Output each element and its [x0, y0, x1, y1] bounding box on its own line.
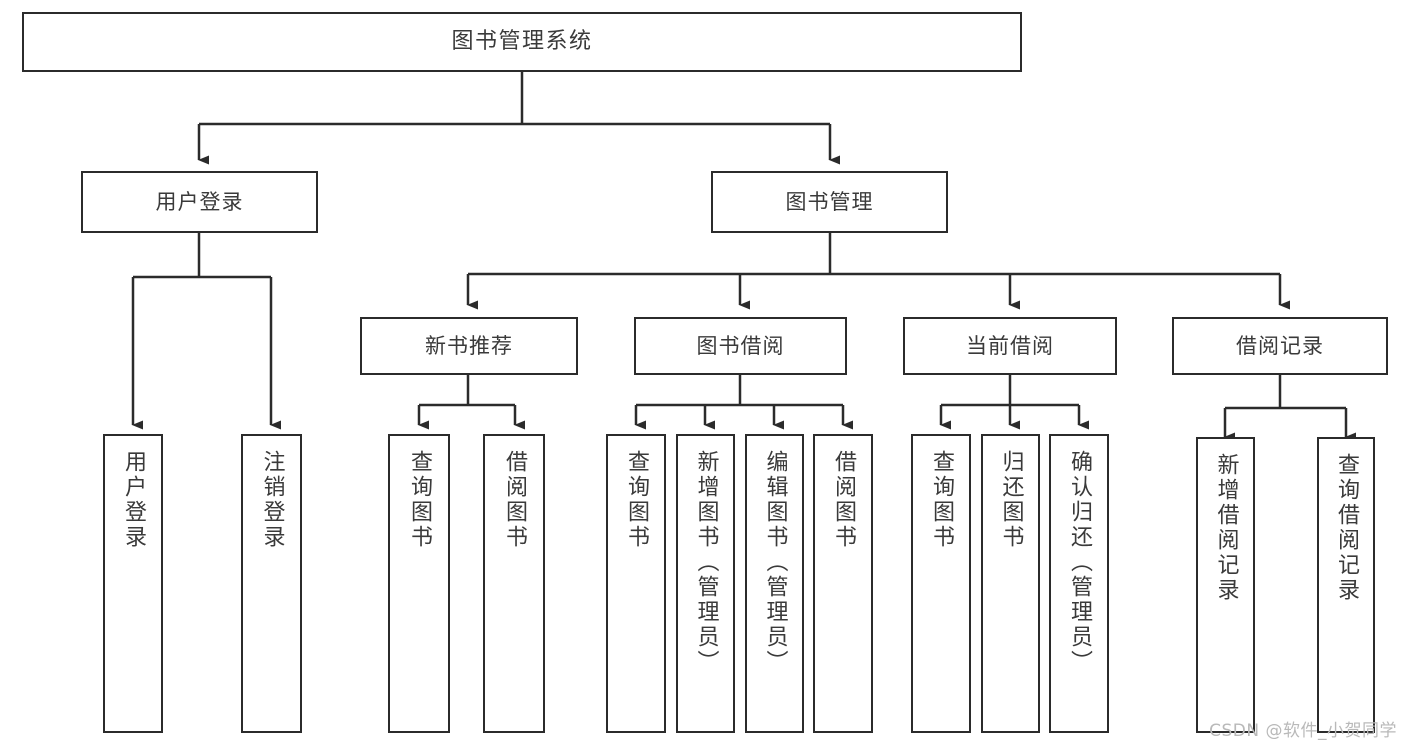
node-label: 当前借阅: [966, 333, 1054, 358]
csdn-watermark: CSDN @软件_小贺同学: [1209, 721, 1397, 741]
node-label: 图书管理: [785, 189, 874, 214]
node-label: 图书借阅: [696, 333, 785, 358]
node-label: 新增借阅记录: [1213, 453, 1239, 603]
leaf-node-borrow-book[interactable]: 借阅图书: [813, 434, 873, 733]
node-label: 借阅图书: [831, 450, 856, 550]
leaf-node-query-book-borrow[interactable]: 查询图书: [606, 434, 666, 733]
leaf-node-return-book[interactable]: 归还图书: [981, 434, 1040, 733]
leaf-node-query-book-current[interactable]: 查询图书: [911, 434, 971, 733]
node-label: 注销登录: [259, 450, 285, 550]
node-user-login[interactable]: 用户登录: [81, 171, 318, 233]
node-label: 查询借阅记录: [1334, 453, 1359, 603]
node-current-borrow[interactable]: 当前借阅: [903, 317, 1117, 375]
leaf-node-query-book-recommend[interactable]: 查询图书: [388, 434, 450, 733]
node-label: 图书管理系统: [451, 29, 593, 55]
node-borrow-record[interactable]: 借阅记录: [1172, 317, 1388, 375]
node-label: 用户登录: [121, 450, 146, 550]
node-label: 借阅图书: [502, 450, 527, 550]
node-new-book-recommend[interactable]: 新书推荐: [360, 317, 578, 375]
node-label: 新书推荐: [425, 333, 513, 358]
node-label: 查询图书: [624, 450, 649, 550]
leaf-node-logout[interactable]: 注销登录: [241, 434, 302, 733]
node-book-borrow[interactable]: 图书借阅: [634, 317, 847, 375]
leaf-node-edit-book[interactable]: 编辑图书（管理员）: [745, 434, 804, 733]
node-label: 归还图书: [998, 450, 1024, 550]
node-label: 查询图书: [929, 450, 954, 550]
node-label: 查询图书: [407, 450, 432, 550]
leaf-node-user-login[interactable]: 用户登录: [103, 434, 163, 733]
leaf-node-add-book[interactable]: 新增图书（管理员）: [676, 434, 735, 733]
leaf-node-query-borrow-record[interactable]: 查询借阅记录: [1317, 437, 1375, 733]
leaf-node-confirm-return[interactable]: 确认归还（管理员）: [1049, 434, 1109, 733]
leaf-node-add-borrow-record[interactable]: 新增借阅记录: [1196, 437, 1255, 733]
node-label: 用户登录: [155, 189, 244, 214]
node-label: 新增图书（管理员）: [693, 450, 719, 675]
node-book-manage[interactable]: 图书管理: [711, 171, 948, 233]
node-label: 借阅记录: [1236, 333, 1324, 358]
leaf-node-borrow-book-recommend[interactable]: 借阅图书: [483, 434, 545, 733]
node-root-book-management-system[interactable]: 图书管理系统: [22, 12, 1022, 72]
node-label: 确认归还（管理员）: [1067, 450, 1092, 675]
node-label: 编辑图书（管理员）: [762, 450, 788, 675]
